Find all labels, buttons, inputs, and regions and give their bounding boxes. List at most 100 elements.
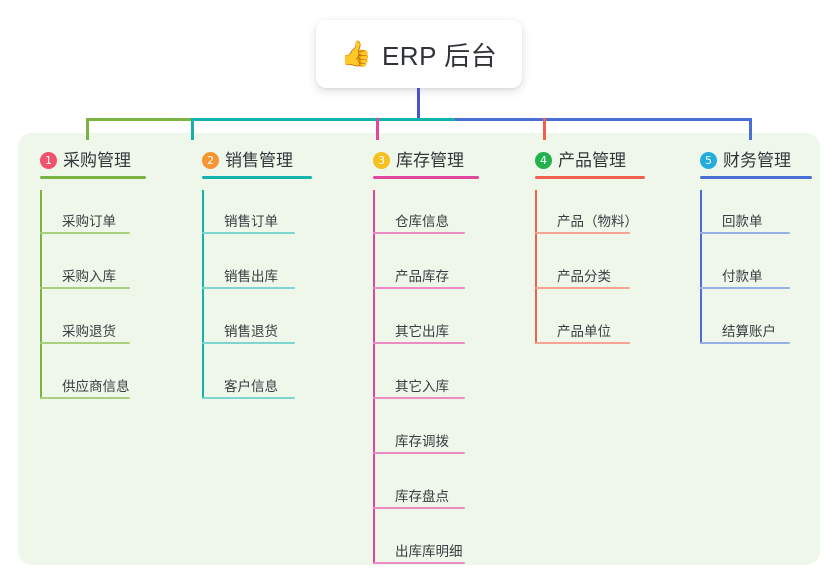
drop-finance [749, 118, 752, 140]
branch-item[interactable]: 采购入库 [40, 245, 131, 300]
drop-inventory [376, 118, 379, 140]
branch-item-rule [373, 397, 465, 399]
branch-item-rule [700, 287, 790, 289]
branch-item-label: 付款单 [722, 269, 763, 284]
branch-item-label: 销售出库 [224, 269, 278, 284]
branch-item-label: 结算账户 [722, 324, 776, 339]
drop-product [543, 118, 546, 140]
branch-header-采购管理[interactable]: 1 采购管理 [40, 146, 146, 180]
diagram-panel [18, 133, 820, 565]
branch-item-rule [700, 342, 790, 344]
branch-item-rule [373, 342, 465, 344]
branch-item-label: 产品单位 [557, 324, 611, 339]
branch-spine-line [535, 190, 537, 344]
branch-title: 财务管理 [723, 151, 791, 170]
branch-item-list: 产品（物料） 产品分类产品单位 [535, 190, 638, 355]
branch-item-rule [373, 232, 465, 234]
branch-column-库存管理: 3 库存管理仓库信息产品库存其它出库其它入库库存调拨库存盘点出库库明细 [373, 146, 479, 575]
branch-item-list: 销售订单销售出库销售退货客户信息 [202, 190, 295, 410]
branch-title: 产品管理 [558, 151, 626, 170]
branch-header-rule [700, 176, 812, 179]
branch-item-label: 回款单 [722, 214, 763, 229]
root-node-title: ERP 后台 [381, 40, 498, 71]
branch-item-rule [535, 232, 630, 234]
branch-header-rule [373, 176, 479, 179]
branch-item-rule [40, 287, 130, 289]
branch-item-list: 仓库信息产品库存其它出库其它入库库存调拨库存盘点出库库明细 [373, 190, 465, 575]
branch-spine-line [202, 190, 204, 399]
branch-item[interactable]: 产品库存 [373, 245, 465, 300]
branch-number-badge: 1 [40, 152, 57, 169]
branch-title: 采购管理 [63, 151, 131, 170]
branch-item-rule [373, 562, 465, 564]
branch-item-label: 其它出库 [395, 324, 449, 339]
branch-item[interactable]: 客户信息 [202, 355, 295, 410]
branch-number-badge: 4 [535, 152, 552, 169]
branch-item-label: 采购退货 [62, 324, 116, 339]
branch-item[interactable]: 仓库信息 [373, 190, 465, 245]
branch-item[interactable]: 其它入库 [373, 355, 465, 410]
branch-item-rule [373, 507, 465, 509]
branch-item-label: 产品库存 [395, 269, 449, 284]
branch-column-销售管理: 2 销售管理销售订单销售出库销售退货客户信息 [202, 146, 312, 410]
branch-header-销售管理[interactable]: 2 销售管理 [202, 146, 312, 180]
branch-item-list: 回款单付款单结算账户 [700, 190, 791, 355]
branch-title: 销售管理 [225, 151, 293, 170]
branch-item-label: 产品（物料） [557, 214, 638, 229]
branch-item-label: 库存调拨 [395, 434, 449, 449]
branch-item-label: 其它入库 [395, 379, 449, 394]
branch-column-采购管理: 1 采购管理采购订单采购入库采购退货供应商信息 [40, 146, 146, 410]
branch-header-rule [40, 176, 146, 179]
branch-number-badge: 2 [202, 152, 219, 169]
branch-item-label: 采购入库 [62, 269, 116, 284]
branch-item[interactable]: 产品（物料） [535, 190, 638, 245]
branch-header-库存管理[interactable]: 3 库存管理 [373, 146, 479, 180]
branch-item[interactable]: 采购退货 [40, 300, 131, 355]
branch-item-rule [202, 287, 295, 289]
branch-item[interactable]: 供应商信息 [40, 355, 131, 410]
bus-segment-green [86, 118, 191, 121]
bus-segment-blue [455, 118, 751, 121]
root-node-card[interactable]: 👍 ERP 后台 [316, 20, 522, 88]
branch-item-label: 销售订单 [224, 214, 278, 229]
branch-item-rule [202, 232, 295, 234]
branch-header-产品管理[interactable]: 4 产品管理 [535, 146, 645, 180]
branch-item[interactable]: 销售出库 [202, 245, 295, 300]
branch-item-label: 库存盘点 [395, 489, 449, 504]
branch-header-rule [202, 176, 312, 179]
branch-item-label: 采购订单 [62, 214, 116, 229]
branch-item[interactable]: 销售退货 [202, 300, 295, 355]
branch-item[interactable]: 产品分类 [535, 245, 630, 300]
branch-item[interactable]: 付款单 [700, 245, 791, 300]
branch-spine-line [40, 190, 42, 399]
branch-item-label: 出库库明细 [395, 544, 463, 559]
branch-spine-line [373, 190, 375, 564]
branch-item[interactable]: 产品单位 [535, 300, 630, 355]
branch-item[interactable]: 采购订单 [40, 190, 131, 245]
branch-item[interactable]: 其它出库 [373, 300, 465, 355]
branch-item[interactable]: 销售订单 [202, 190, 295, 245]
branch-item-label: 客户信息 [224, 379, 278, 394]
branch-number-badge: 3 [373, 152, 390, 169]
drop-purchase [86, 118, 89, 140]
branch-title: 库存管理 [396, 151, 464, 170]
branch-item[interactable]: 库存盘点 [373, 465, 465, 520]
branch-item-rule [373, 287, 465, 289]
thumbs-up-icon: 👍 [340, 39, 372, 68]
root-stem-line [417, 88, 420, 121]
branch-item[interactable]: 回款单 [700, 190, 791, 245]
branch-item-label: 产品分类 [557, 269, 611, 284]
branch-header-rule [535, 176, 645, 179]
branch-item[interactable]: 库存调拨 [373, 410, 465, 465]
branch-item-rule [535, 342, 630, 344]
branch-column-产品管理: 4 产品管理产品（物料） 产品分类产品单位 [535, 146, 645, 355]
branch-item-rule [700, 232, 790, 234]
branch-item-rule [202, 342, 295, 344]
branch-item[interactable]: 出库库明细 [373, 520, 465, 575]
branch-item[interactable]: 结算账户 [700, 300, 791, 355]
branch-item-label: 销售退货 [224, 324, 278, 339]
branch-item-label: 供应商信息 [62, 379, 130, 394]
